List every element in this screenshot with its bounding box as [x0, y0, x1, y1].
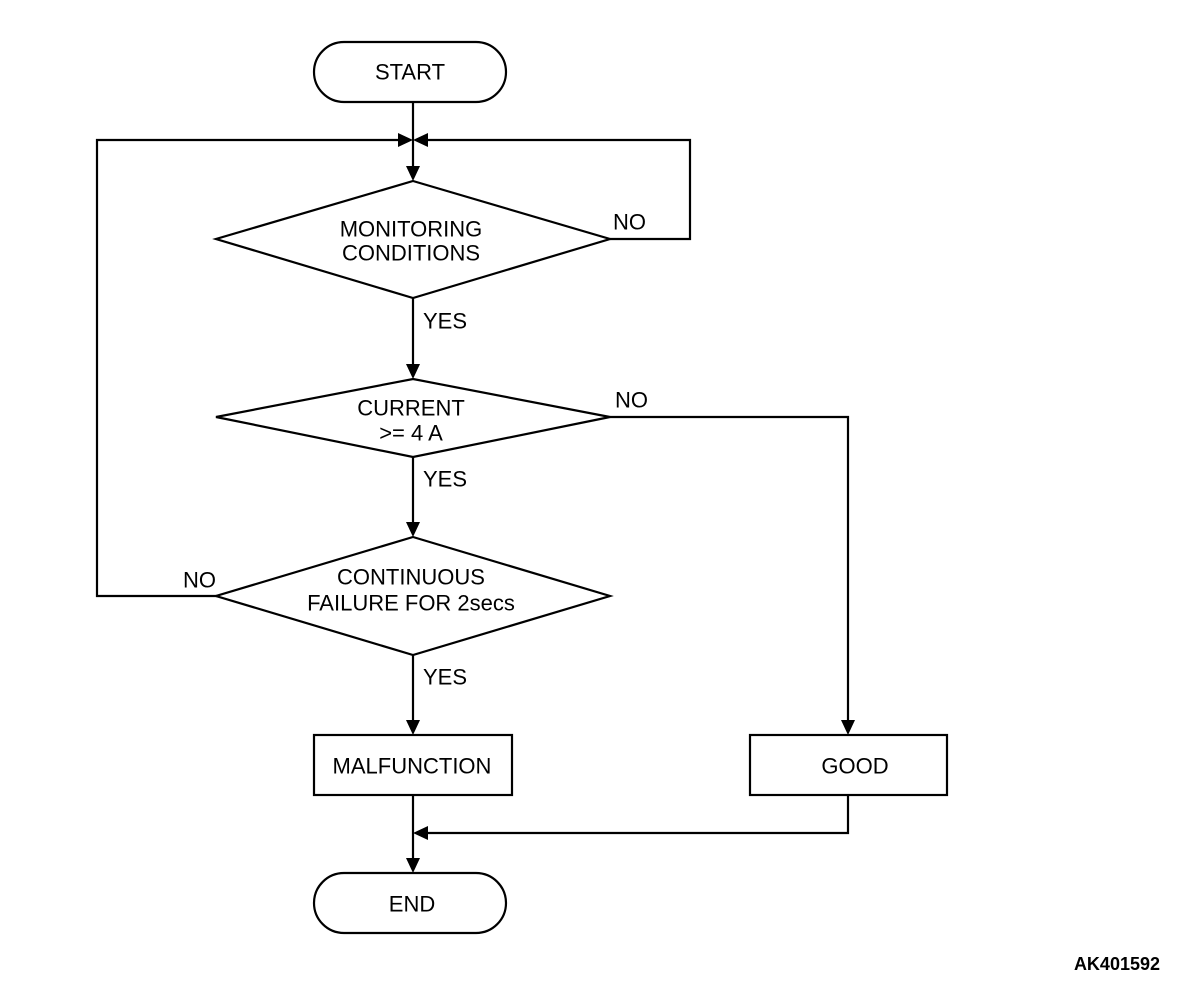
arrowhead-down-current [406, 364, 420, 379]
connector-monitoring-no-loop [422, 138, 692, 241]
monitoring-label-line1: MONITORING [340, 217, 483, 242]
start-node: START [312, 40, 508, 104]
current-label-line2: >= 4 A [379, 421, 443, 446]
end-node: END [312, 871, 508, 935]
figure-code: AK401592 [1074, 954, 1160, 974]
good-node: GOOD [748, 733, 949, 797]
arrowhead-down-continuous [406, 522, 420, 537]
arrowhead-down-good [841, 720, 855, 735]
start-terminator [312, 40, 508, 104]
arrowheads [398, 133, 855, 873]
current-no-label: NO [615, 388, 648, 413]
monitoring-label-line2: CONDITIONS [342, 241, 480, 266]
end-label: END [389, 892, 435, 917]
continuous-no-label: NO [183, 568, 216, 593]
monitoring-no-label: NO [613, 210, 646, 235]
connectors [95, 102, 850, 864]
arrowhead-right-merge-top [398, 133, 413, 147]
good-box [748, 733, 949, 797]
arrowhead-down-end [406, 858, 420, 873]
branch-labels: NO YES NO YES NO YES [183, 210, 648, 690]
malfunction-box [312, 733, 514, 797]
malfunction-label: MALFUNCTION [333, 754, 492, 779]
current-decision: CURRENT >= 4 A [215, 377, 611, 459]
current-label-line1: CURRENT [357, 396, 465, 421]
connector-current-no-to-good [610, 415, 850, 726]
start-label: START [375, 60, 445, 85]
end-terminator [312, 871, 508, 935]
monitoring-diamond [212, 179, 614, 300]
arrowhead-left-merge-top [413, 133, 428, 147]
monitoring-yes-label: YES [423, 309, 467, 334]
malfunction-node: MALFUNCTION [312, 733, 514, 797]
continuous-decision: CONTINUOUS FAILURE FOR 2secs [212, 535, 614, 657]
continuous-label-line1: CONTINUOUS [337, 565, 485, 590]
current-yes-label: YES [423, 467, 467, 492]
current-diamond [215, 377, 611, 459]
connector-continuous-no-loop [95, 138, 404, 598]
continuous-yes-label: YES [423, 665, 467, 690]
arrowhead-down-malfunction [406, 720, 420, 735]
good-label: GOOD [821, 754, 888, 779]
monitoring-decision: MONITORING CONDITIONS [212, 179, 614, 300]
connector-good-to-end [422, 795, 850, 835]
arrowhead-left-merge-bottom [413, 826, 428, 840]
arrowhead-down-monitoring [406, 166, 420, 181]
continuous-diamond [212, 535, 614, 657]
continuous-label-line2: FAILURE FOR 2secs [307, 591, 515, 616]
